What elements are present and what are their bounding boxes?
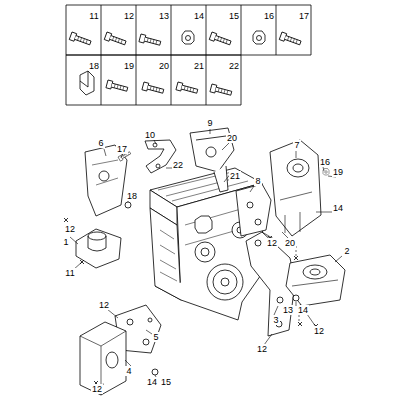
callout-number: 12 xyxy=(64,224,76,234)
table-cell-number: 15 xyxy=(228,11,240,21)
callout-number: 5 xyxy=(152,332,159,342)
callout-number: 10 xyxy=(144,130,156,140)
callout-number: 16 xyxy=(319,157,331,167)
table-cell-number: 12 xyxy=(123,11,135,21)
callout-number: 7 xyxy=(293,140,300,150)
callout-number: 4 xyxy=(125,366,132,376)
callout-number: 3 xyxy=(272,315,279,325)
callout-number: 15 xyxy=(160,377,172,387)
mount-7 xyxy=(270,140,321,236)
callout-number: 8 xyxy=(254,176,261,186)
table-cell-number: 21 xyxy=(193,61,205,71)
callout-number: 14 xyxy=(332,203,344,213)
callout-number: 14 xyxy=(146,377,158,387)
callout-number: 12 xyxy=(266,238,278,248)
parts-table xyxy=(66,5,311,105)
table-cell-number: 13 xyxy=(158,11,170,21)
callout-number: 1 xyxy=(62,237,69,247)
callout-number: 17 xyxy=(116,144,128,154)
table-cell-number: 22 xyxy=(228,61,240,71)
leader-lines xyxy=(66,129,342,385)
callout-number: 11 xyxy=(64,268,75,278)
fastener-icons xyxy=(69,31,301,97)
callout-number: 22 xyxy=(172,160,184,170)
table-cell-number: 17 xyxy=(298,11,310,21)
callout-number: 2 xyxy=(343,246,350,256)
callout-number: 20 xyxy=(226,133,238,143)
callout-number: 6 xyxy=(97,138,104,148)
mount-2 xyxy=(286,255,345,306)
table-cell-number: 18 xyxy=(88,61,100,71)
callout-number: 12 xyxy=(91,384,103,394)
callout-number: 20 xyxy=(284,238,296,248)
callout-number: 18 xyxy=(126,191,138,201)
table-cell-number: 19 xyxy=(123,61,135,71)
screw-marks xyxy=(64,218,318,385)
bracket-8 xyxy=(236,184,271,236)
table-cell-number: 20 xyxy=(158,61,170,71)
table-cell-number: 16 xyxy=(263,11,275,21)
callout-number: 14 xyxy=(297,305,309,315)
callout-number: 12 xyxy=(313,326,325,336)
mount-1 xyxy=(76,229,121,268)
callout-number: 9 xyxy=(206,118,213,128)
callout-number: 12 xyxy=(256,344,268,354)
table-cell-number: 14 xyxy=(193,11,205,21)
callout-number: 19 xyxy=(332,167,344,177)
table-cell-number: 11 xyxy=(88,11,99,21)
callout-number: 21 xyxy=(229,171,241,181)
callout-number: 13 xyxy=(282,305,294,315)
callout-number: 12 xyxy=(98,300,110,310)
